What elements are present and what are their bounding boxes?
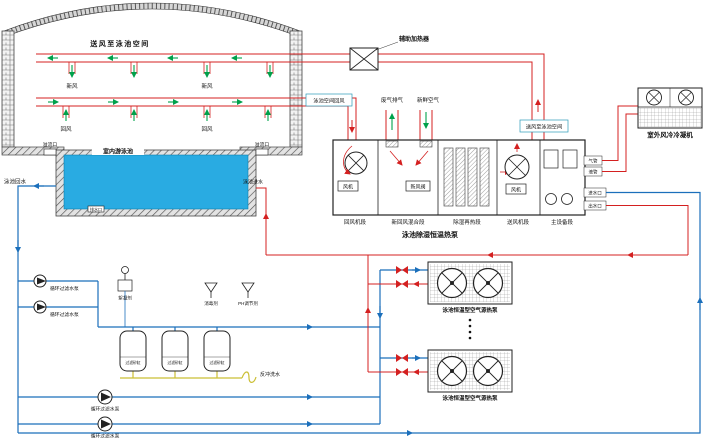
pump-label-2: 循环过滤水泵 <box>50 311 79 318</box>
overflow-label-left: 溢流口 <box>43 141 58 148</box>
filter-tanks: 过滤砂缸 过滤砂缸 过滤砂缸 <box>119 330 231 372</box>
pool-return-air-label: 泳池空间回风 <box>313 97 345 105</box>
building <box>1 2 303 156</box>
water-outlet-label: 出水口 <box>588 203 602 210</box>
supply-duct-label: 送风至泳池空间 <box>89 39 150 48</box>
flocculant-label: 絮凝剂 <box>118 295 132 302</box>
return-air-label-2: 回风 <box>201 126 213 133</box>
section-label-4: 送风机段 <box>507 218 530 226</box>
dosing-pump-icon <box>121 266 129 274</box>
valve-icon-1 <box>396 266 408 274</box>
pool-return-water-label: 泳池回水 <box>4 178 27 186</box>
drain-box <box>87 205 105 213</box>
air-ducts: 送风至泳池空间 辅助加热器 新风 新风 回风 回风 泳池空间回风 送风至泳池空间… <box>36 35 569 140</box>
fresh-air-label-1: 新风 <box>66 82 78 90</box>
ph-funnel-icon <box>241 282 255 293</box>
filter-tank-label-2: 过滤砂缸 <box>167 360 182 365</box>
flocculant-tank <box>117 279 133 292</box>
pump-label-4: 循环过滤水泵 <box>91 433 120 440</box>
filter-tank-2 <box>161 330 189 372</box>
section-label-1: 回风机段 <box>344 218 367 226</box>
valve-icon-3 <box>396 354 408 362</box>
supply-to-pool-label-right: 送风至泳池空间 <box>526 123 562 131</box>
pool: 溢流口 溢流口 室内游泳池 排水口 <box>43 141 270 217</box>
aux-heater-label: 辅助加热器 <box>399 35 430 43</box>
outdoor-condenser: 室外风冷冷凝机 <box>602 87 703 172</box>
gas-pipe-label: 气管 <box>589 158 598 165</box>
pool-supply-water-label: 泳池进水 <box>243 179 263 186</box>
filter-tank-3 <box>203 330 231 372</box>
ahu-title: 泳池除湿恒温热泵 <box>402 230 458 239</box>
backwash-label: 反冲洗水 <box>260 371 280 378</box>
overflow-label-right: 溢流口 <box>255 141 270 148</box>
circulation-pumps: 循环过滤水泵 循环过滤水泵 循环过滤水泵 循环过滤水泵 <box>33 274 120 440</box>
ph-adjuster-label: PH调节剂 <box>238 300 258 307</box>
pump-label-3: 循环过滤水泵 <box>91 406 120 413</box>
ahu-unit: 风机 新风阀 风机 气管 液管 进水口 出水口 回风机段 <box>332 139 607 239</box>
filter-tank-label-1: 过滤砂缸 <box>125 360 140 365</box>
heat-pump-2-label: 泳池恒温型空气源热泵 <box>442 394 498 402</box>
return-air-label-1: 回风 <box>60 126 72 133</box>
fresh-air-label-2: 新风 <box>201 82 213 90</box>
left-wall <box>1 30 15 148</box>
return-fan-label: 风机 <box>343 184 353 191</box>
section-label-3: 除湿再热段 <box>453 218 481 226</box>
pool-water <box>63 154 249 210</box>
fresh-air-valve-label: 新风阀 <box>410 184 425 191</box>
exhaust-air-label: 废气排气 <box>381 96 404 104</box>
compressor-icon-1 <box>545 193 557 205</box>
right-wall <box>289 30 303 148</box>
filter-tank-1 <box>119 330 147 372</box>
pump-label-1: 循环过滤水泵 <box>50 285 79 292</box>
liquid-pipe-label: 液管 <box>589 169 598 176</box>
section-label-2: 新回风混合段 <box>391 218 425 226</box>
heat-pump-1-label: 泳池恒温型空气源热泵 <box>442 306 498 314</box>
outdoor-condenser-label: 室外风冷冷凝机 <box>647 130 693 139</box>
section-label-5: 主设备段 <box>551 218 574 226</box>
supply-fan-label: 风机 <box>511 187 521 194</box>
air-source-heat-pumps: 泳池恒温型空气源热泵 泳池恒温型空气源热泵 <box>427 261 513 402</box>
water-inlet-label: 进水口 <box>588 190 602 197</box>
disinfectant-funnel-icon <box>204 282 218 293</box>
valve-icon-4 <box>396 368 408 376</box>
water-piping: 泳池回水 泳池进水 反冲洗水 <box>4 178 703 436</box>
compressor-icon-2 <box>561 193 573 205</box>
disinfectant-label: 消毒剂 <box>204 300 218 307</box>
valve-icon-2 <box>396 280 408 288</box>
filter-tank-label-3: 过滤砂缸 <box>209 360 224 365</box>
fresh-outdoor-air-label: 新鲜空气 <box>417 96 440 104</box>
overflow-left <box>43 148 57 156</box>
chemical-dosing: 絮凝剂 消毒剂 PH调节剂 <box>117 266 258 327</box>
indoor-pool-label: 室内游泳池 <box>103 148 133 156</box>
overflow-right <box>255 148 269 156</box>
drain-label: 排水口 <box>90 206 102 212</box>
